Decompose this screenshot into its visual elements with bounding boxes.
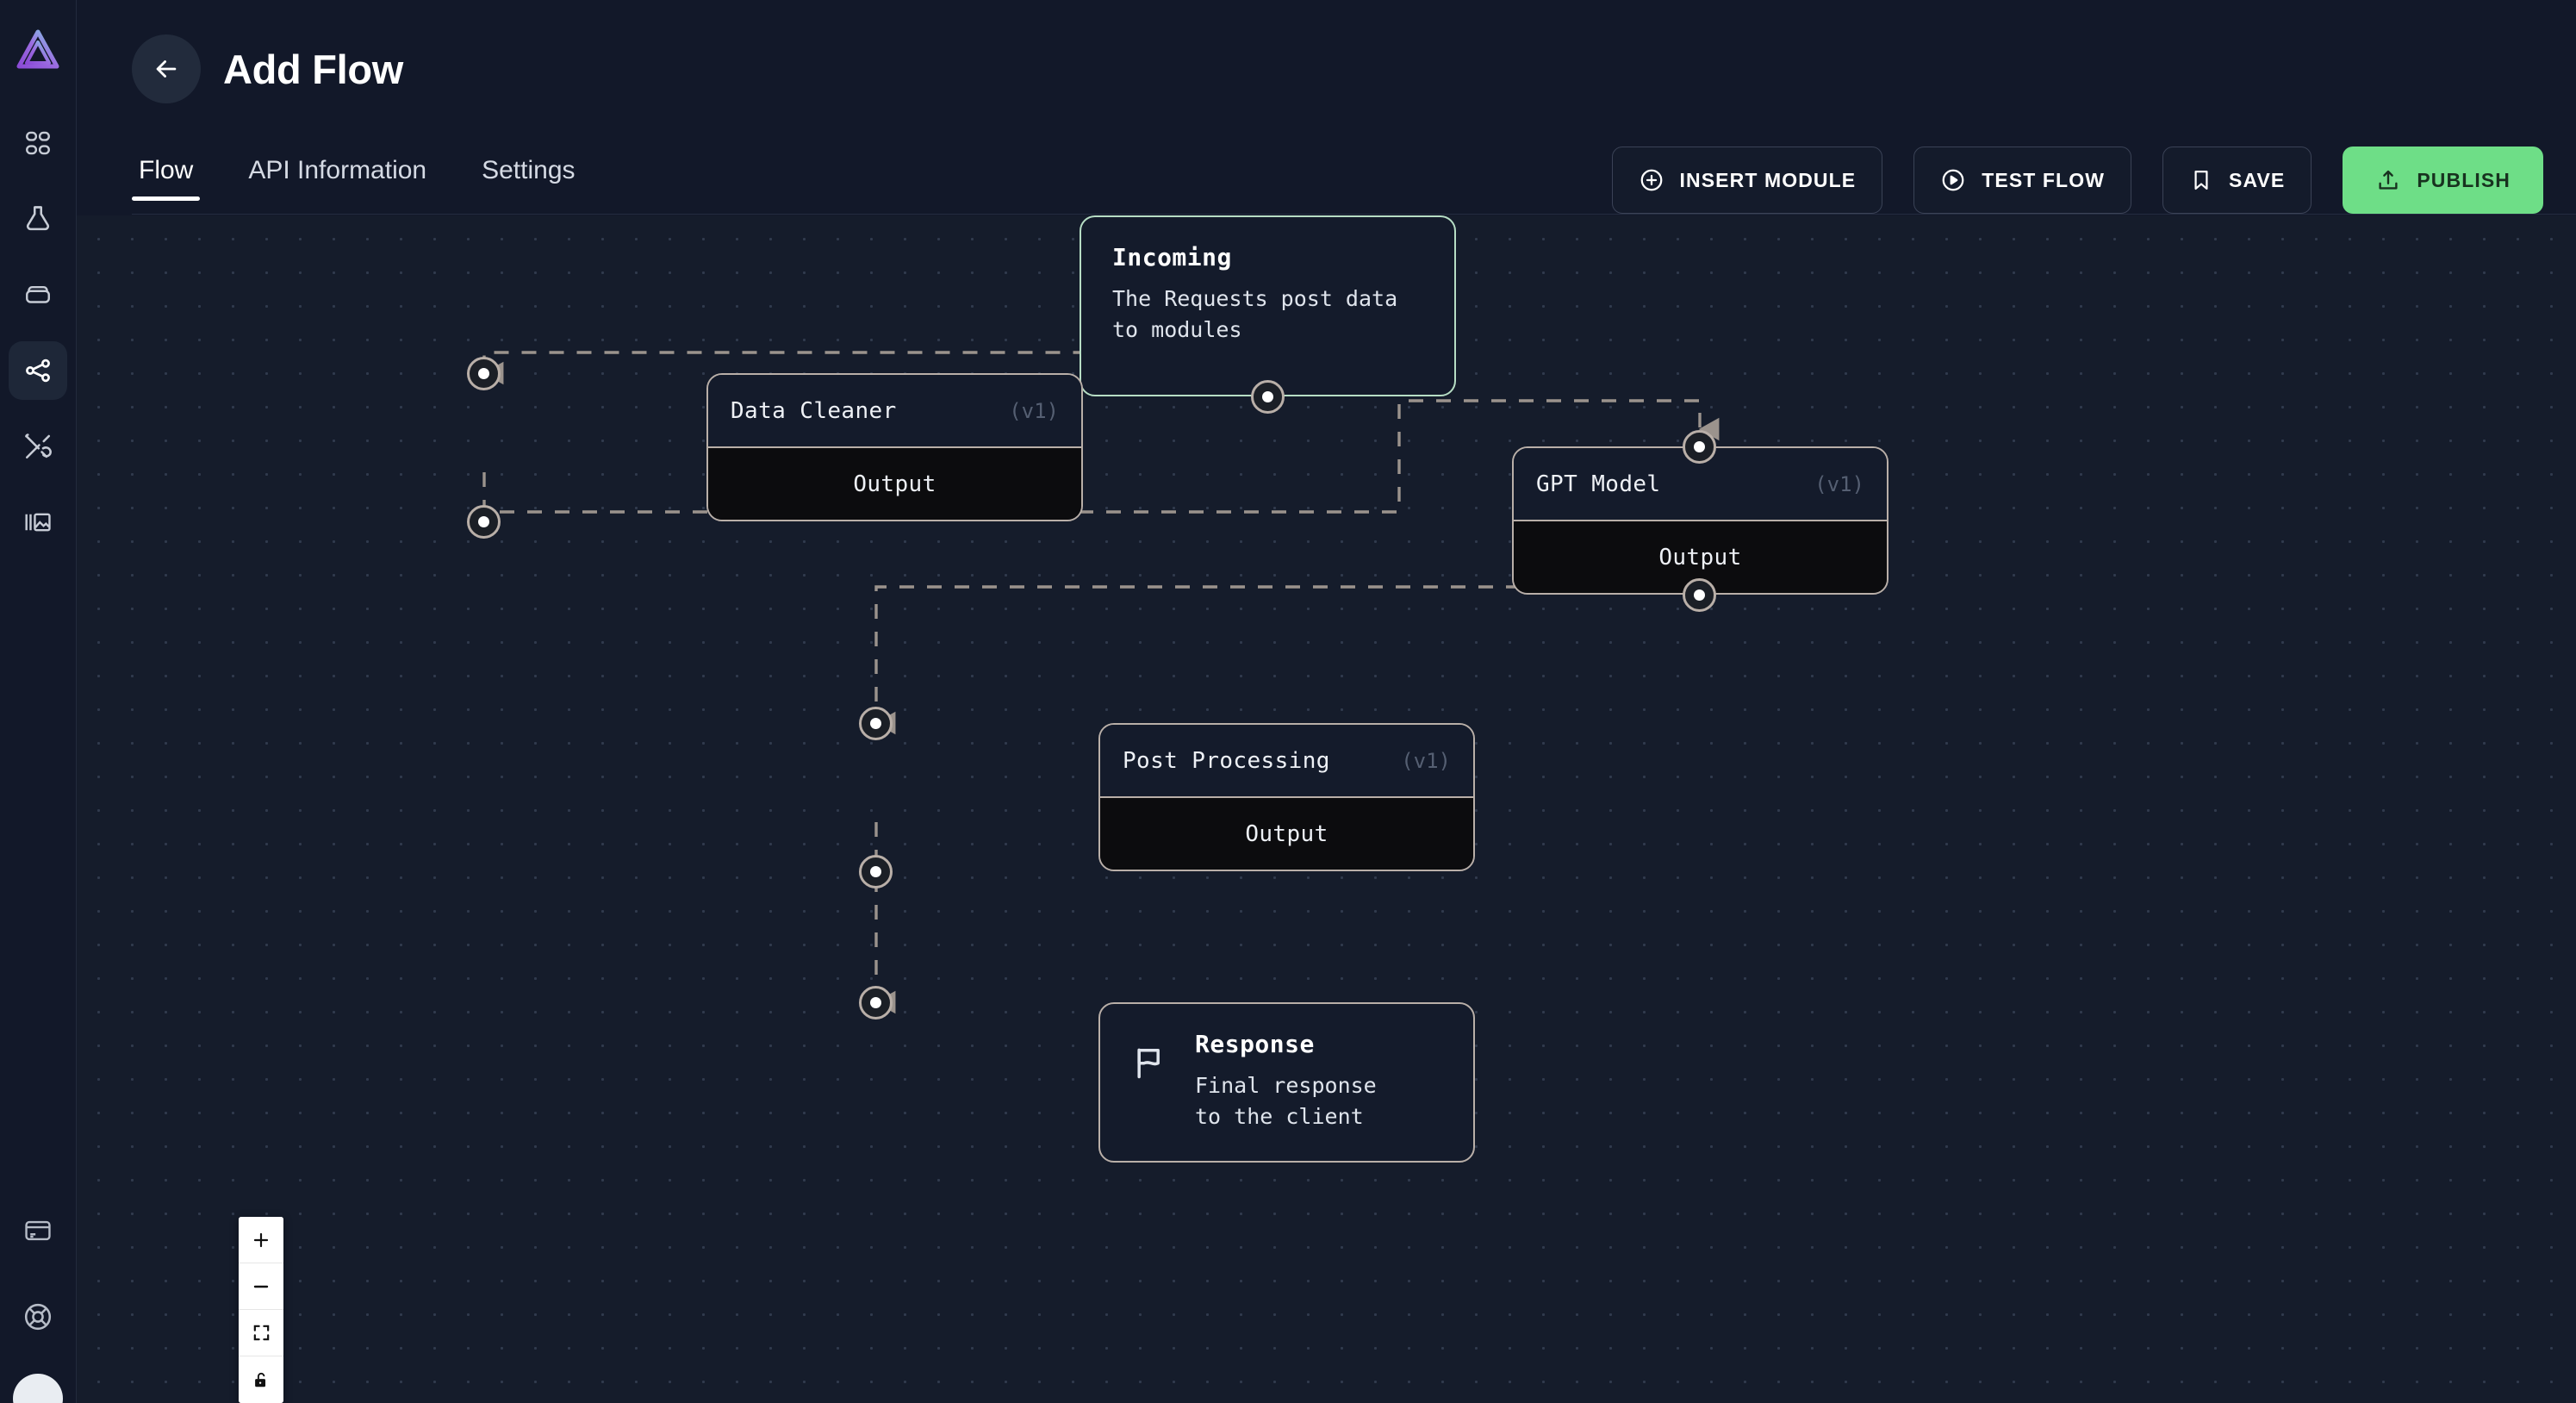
data-cleaner-output-port[interactable] [467,505,501,539]
insert-module-label: INSERT MODULE [1679,168,1857,191]
minus-icon [253,1285,269,1288]
tab-settings[interactable]: Settings [482,156,576,184]
page-title: Add Flow [223,46,404,92]
publish-label: PUBLISH [2417,168,2511,191]
fit-view-icon [253,1325,269,1341]
life-ring-icon [24,1303,52,1331]
gpt-model-input-port[interactable] [1683,430,1716,464]
sidebar-item-billing[interactable] [9,1201,67,1260]
flow-node-response[interactable]: Response Final response to the client [1098,1002,1475,1163]
sidebar-nav [9,114,67,569]
play-circle-icon [1942,169,1964,191]
incoming-title: Incoming [1112,243,1232,271]
data-cleaner-name: Data Cleaner [731,397,897,424]
zoom-in-button[interactable] [239,1217,283,1263]
sidebar-item-flows[interactable] [9,341,67,400]
bookmark-icon [2194,170,2208,190]
back-button[interactable] [132,34,201,103]
share-nodes-icon [26,359,50,383]
plus-icon [253,1232,269,1247]
incoming-description: The Requests post data to modules [1112,286,1398,342]
post-processing-version: (v1) [1401,748,1451,773]
response-text-block: Response Final response to the client [1195,1030,1377,1132]
data-cleaner-output-label: Output [708,446,1081,520]
flow-node-post-processing[interactable]: Post Processing (v1) Output [1098,723,1475,871]
tab-bar: Flow API Information Settings [132,156,582,201]
app-logo[interactable] [10,22,65,78]
data-cleaner-version: (v1) [1009,398,1059,423]
post-processing-output-label: Output [1100,796,1473,870]
insert-module-button[interactable]: INSERT MODULE [1611,147,1883,214]
sidebar-item-support[interactable] [9,1288,67,1346]
action-bar: INSERT MODULE TEST FLOW SAVE [1611,147,2543,214]
tab-api-information[interactable]: API Information [248,156,427,184]
test-flow-label: TEST FLOW [1982,168,2106,191]
response-description: Final response to the client [1195,1073,1377,1129]
database-icon [26,286,50,303]
plus-circle-icon [1640,169,1662,191]
credit-card-icon [25,1220,51,1241]
gpt-model-version: (v1) [1814,471,1864,496]
sidebar-item-tools[interactable] [9,417,67,476]
top-bar: Add Flow Flow API Information Settings I… [77,0,2576,215]
flow-node-gpt-model[interactable]: GPT Model (v1) Output [1512,446,1888,595]
sidebar-item-datasets[interactable] [9,265,67,324]
gpt-model-name: GPT Model [1536,471,1661,497]
tab-flow[interactable]: Flow [132,156,201,201]
arrow-left-icon [156,60,177,78]
gpt-model-output-port[interactable] [1683,578,1716,612]
flow-node-data-cleaner[interactable]: Data Cleaner (v1) Output [706,373,1083,521]
user-avatar[interactable] [13,1374,63,1403]
publish-button[interactable]: PUBLISH [2343,147,2543,214]
sidebar-item-gallery[interactable] [9,493,67,552]
sidebar-item-apps[interactable] [9,114,67,172]
post-processing-output-port[interactable] [859,855,893,889]
flag-icon [1137,1048,1160,1079]
upload-icon [2379,170,2398,190]
flask-icon [26,206,50,231]
data-cleaner-input-port[interactable] [467,357,501,390]
post-processing-input-port[interactable] [859,707,893,740]
penrose-triangle-logo-icon [16,29,59,69]
sidebar-item-lab[interactable] [9,190,67,248]
sidebar [0,0,77,1403]
zoom-out-button[interactable] [239,1263,283,1310]
tabs-divider [132,214,2576,215]
incoming-output-port[interactable] [1251,380,1285,414]
grid-apps-icon [26,131,50,155]
post-processing-header: Post Processing (v1) [1100,725,1473,796]
flow-node-incoming[interactable]: Incoming The Requests post data to modul… [1080,215,1456,396]
test-flow-button[interactable]: TEST FLOW [1913,147,2132,214]
flow-canvas[interactable]: Incoming The Requests post data to modul… [77,215,2576,1403]
lock-toggle-button[interactable] [239,1356,283,1403]
response-input-port[interactable] [859,986,893,1020]
save-label: SAVE [2229,168,2286,191]
data-cleaner-header: Data Cleaner (v1) [708,375,1081,446]
fit-view-button[interactable] [239,1310,283,1356]
lock-open-icon [255,1373,266,1387]
title-row: Add Flow [77,0,2576,103]
zoom-controls [239,1217,283,1403]
sidebar-bottom-nav [9,1201,67,1403]
gallery-icon [25,513,51,532]
tools-icon [25,433,52,459]
post-processing-name: Post Processing [1123,747,1330,774]
response-body: Response Final response to the client [1131,1030,1442,1132]
main-area: Add Flow Flow API Information Settings I… [77,0,2576,1403]
save-button[interactable]: SAVE [2162,147,2312,214]
response-title: Response [1195,1030,1315,1058]
